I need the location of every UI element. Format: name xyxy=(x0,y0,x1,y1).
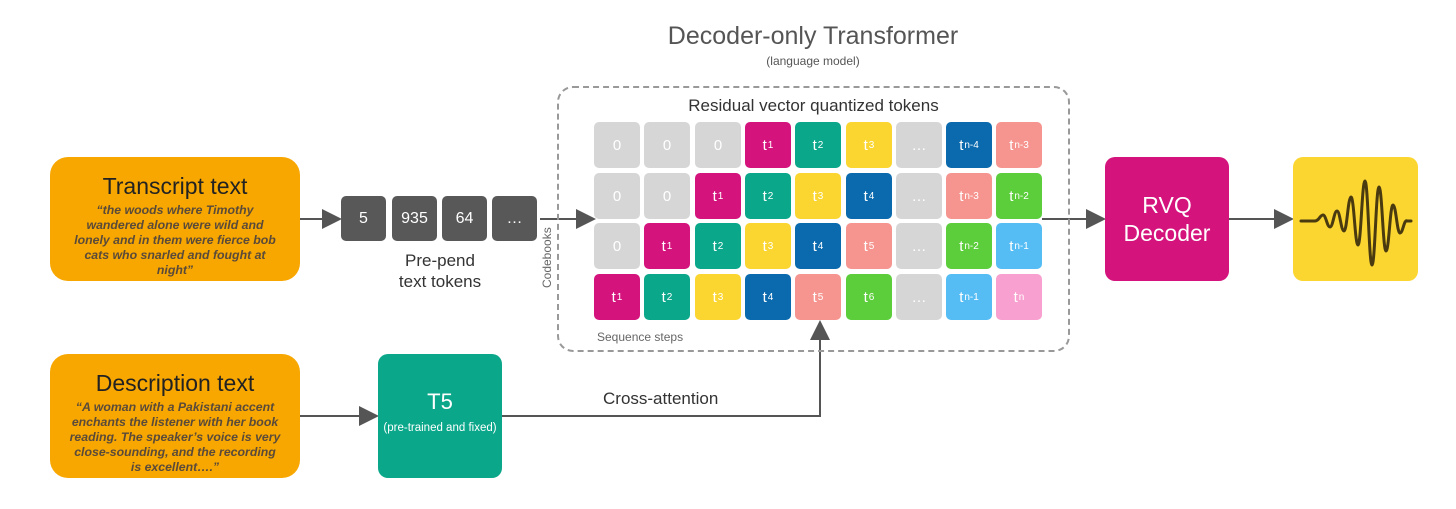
token-cell: … xyxy=(896,223,942,269)
rvq-decoder-line1: RVQ xyxy=(1142,192,1192,218)
rvq-decoder-box: RVQ Decoder xyxy=(1105,157,1229,281)
description-title: Description text xyxy=(95,370,255,396)
token-cell: … xyxy=(896,122,942,168)
diagram-title: Decoder-only Transformer xyxy=(667,22,959,50)
token-cell: … xyxy=(896,274,942,320)
grid-title: Residual vector quantized tokens xyxy=(688,96,939,115)
transcript-title: Transcript text xyxy=(102,173,248,199)
prepend-label-line1: Pre-pend xyxy=(405,251,475,270)
audio-waveform-icon xyxy=(1299,179,1413,267)
prepend-token: … xyxy=(492,196,537,241)
prepend-token: 935 xyxy=(392,196,437,241)
transcript-text-box: Transcript text “the woods where Timothy… xyxy=(50,157,300,281)
token-cell: 0 xyxy=(594,223,640,269)
transformer-frame xyxy=(557,86,1070,352)
token-cell: 0 xyxy=(695,122,741,168)
token-cell: 0 xyxy=(594,173,640,219)
cross-attention-label: Cross-attention xyxy=(603,389,719,408)
sequence-steps-axis-label: Sequence steps xyxy=(597,330,684,344)
token-cell: 0 xyxy=(594,122,640,168)
token-cell: … xyxy=(896,173,942,219)
arrow-cross-attention xyxy=(502,320,830,417)
rvq-decoder-line2: Decoder xyxy=(1123,220,1211,246)
t5-encoder-box: T5 (pre-trained and fixed) xyxy=(378,354,502,478)
transcript-quote: “the woods where Timothy wandered alone … xyxy=(74,203,276,277)
prepend-token: 64 xyxy=(442,196,487,241)
audio-output-box xyxy=(1293,157,1418,281)
prepend-label: Pre-pend text tokens xyxy=(380,250,500,292)
token-cell: 0 xyxy=(644,122,690,168)
token-cell: 0 xyxy=(644,173,690,219)
description-quote: “A woman with a Pakistani accent enchant… xyxy=(69,400,281,474)
description-text-box: Description text “A woman with a Pakista… xyxy=(50,354,300,478)
diagram-subtitle: (language model) xyxy=(766,54,860,68)
t5-title: T5 xyxy=(427,389,453,414)
prepend-label-line2: text tokens xyxy=(398,272,482,291)
prepend-token: 5 xyxy=(341,196,386,241)
t5-subtitle: (pre-trained and fixed) xyxy=(383,422,497,434)
